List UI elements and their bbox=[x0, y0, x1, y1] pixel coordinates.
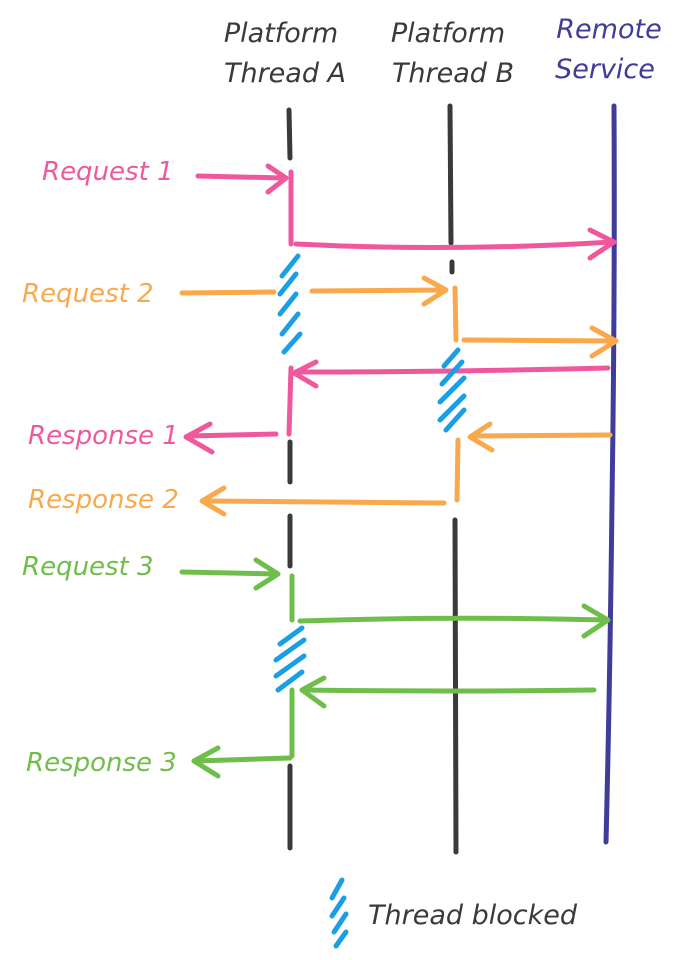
request-3-flow: Request 3 Response 3 bbox=[22, 552, 611, 779]
request-2-label: Request 2 bbox=[22, 279, 154, 309]
legend-blocked-hatch-icon bbox=[329, 877, 349, 949]
header-thread-a-line1: Platform bbox=[224, 18, 338, 49]
request-2-to-remote-arrow bbox=[461, 337, 617, 344]
request-1-label: Request 1 bbox=[42, 157, 174, 187]
request-3-to-remote-arrow bbox=[297, 615, 609, 624]
response-3-from-remote-arrowhead bbox=[299, 675, 327, 709]
request-3-arrow bbox=[179, 569, 279, 577]
request-1-arrow bbox=[195, 173, 287, 181]
header-remote-line2: Service bbox=[555, 54, 655, 85]
thread-b-blocked bbox=[437, 347, 467, 433]
thread-a-lifeline bbox=[286, 107, 293, 851]
response-2-label: Response 2 bbox=[28, 485, 179, 515]
thread-b-active-request-2 bbox=[452, 285, 459, 343]
response-2-arrow bbox=[201, 498, 447, 506]
response-1-label: Response 1 bbox=[28, 421, 179, 451]
thread-a-blocked-2 bbox=[273, 625, 307, 693]
request-2-relay-arrowhead bbox=[421, 275, 449, 307]
request-1-flow: Request 1 Response 1 bbox=[28, 157, 617, 455]
remote-service-lifeline bbox=[603, 103, 617, 845]
legend: Thread blocked bbox=[329, 877, 578, 949]
response-1-arrow bbox=[185, 431, 279, 439]
response-3-arrow bbox=[193, 755, 293, 764]
response-2-from-remote-arrow bbox=[469, 432, 613, 439]
header-thread-a-line2: Thread A bbox=[224, 58, 346, 89]
response-2-from-remote-arrowhead bbox=[467, 421, 495, 453]
request-1-to-remote-arrowhead bbox=[587, 227, 617, 261]
thread-b-active-response-2 bbox=[454, 437, 461, 503]
request-1-arrowhead bbox=[265, 163, 289, 195]
request-3-label: Request 3 bbox=[22, 552, 154, 582]
request-3-arrowhead bbox=[253, 557, 281, 591]
response-3-label: Response 3 bbox=[26, 748, 177, 778]
request-1-to-remote-arrow bbox=[293, 239, 615, 251]
thread-b-lifeline bbox=[447, 103, 459, 855]
response-3-from-remote-arrow bbox=[301, 687, 597, 694]
request-2-flow: Request 2 Response 2 bbox=[22, 275, 619, 517]
legend-thread-blocked-label: Thread blocked bbox=[368, 900, 578, 931]
request-3-to-remote-arrowhead bbox=[581, 603, 611, 639]
header-thread-b-line2: Thread B bbox=[392, 58, 514, 89]
thread-a-active-response-1 bbox=[286, 365, 294, 437]
request-2-relay-arrow bbox=[309, 287, 447, 294]
header-thread-b-line1: Platform bbox=[391, 18, 505, 49]
request-2-in-arrow bbox=[179, 289, 277, 296]
response-1-arrowhead bbox=[183, 421, 215, 455]
response-3-arrowhead bbox=[191, 745, 221, 779]
header-remote-line1: Remote bbox=[556, 14, 661, 45]
thread-a-blocked-1 bbox=[277, 253, 303, 355]
response-2-arrowhead bbox=[199, 485, 227, 517]
request-2-to-remote-arrowhead bbox=[589, 325, 619, 359]
response-1-from-remote-arrowhead bbox=[291, 359, 319, 389]
